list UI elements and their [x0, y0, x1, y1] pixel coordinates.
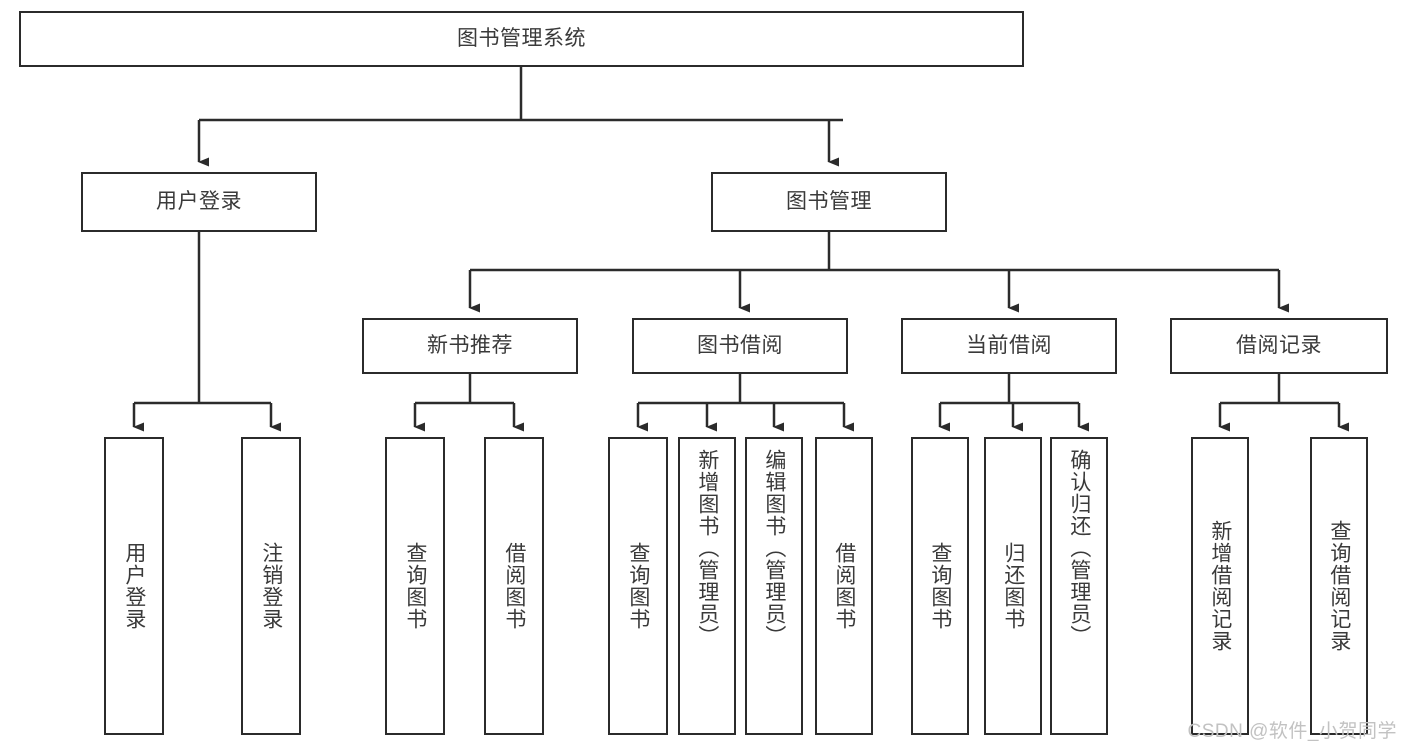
leaf-add-borrow-record[interactable]: 新增借阅记录	[1191, 437, 1249, 735]
node-label: 查询图书	[928, 542, 952, 630]
edge-group-book-manage	[468, 232, 1289, 313]
leaf-add-book-admin[interactable]: 新增图书（管理员）	[678, 437, 736, 735]
node-label: 注销登录	[259, 542, 283, 630]
node-book-borrow[interactable]: 图书借阅	[632, 318, 848, 374]
node-label: 图书管理系统	[457, 27, 586, 51]
leaf-borrow-book[interactable]: 借阅图书	[815, 437, 873, 735]
leaf-query-book-current[interactable]: 查询图书	[911, 437, 969, 735]
node-label: 借阅图书	[502, 542, 526, 630]
leaf-return-book[interactable]: 归还图书	[984, 437, 1042, 735]
node-label: 查询借阅记录	[1327, 520, 1351, 652]
edge-group-root	[197, 67, 843, 167]
node-label: 借阅记录	[1236, 334, 1322, 358]
edge-group-borrow	[636, 374, 854, 432]
edge-group-user-login	[132, 232, 281, 432]
node-book-management[interactable]: 图书管理	[711, 172, 947, 232]
node-label: 新增借阅记录	[1208, 520, 1232, 652]
node-label: 当前借阅	[966, 334, 1052, 358]
node-label: 图书借阅	[697, 334, 783, 358]
edge-group-record	[1218, 374, 1349, 432]
leaf-user-login[interactable]: 用户登录	[104, 437, 164, 735]
node-user-login[interactable]: 用户登录	[81, 172, 317, 232]
node-label: 查询图书	[403, 542, 427, 630]
node-label: 用户登录	[122, 542, 146, 630]
node-label: 新增图书（管理员）	[695, 449, 719, 647]
leaf-query-book-borrow[interactable]: 查询图书	[608, 437, 668, 735]
node-label: 确认归还（管理员）	[1067, 449, 1091, 647]
edge-group-current	[938, 374, 1089, 432]
edge-group-new-book	[413, 374, 524, 432]
node-label: 归还图书	[1001, 542, 1025, 630]
node-label: 图书管理	[786, 190, 872, 214]
leaf-user-logout[interactable]: 注销登录	[241, 437, 301, 735]
node-label: 查询图书	[626, 542, 650, 630]
leaf-confirm-return-admin[interactable]: 确认归还（管理员）	[1050, 437, 1108, 735]
node-label: 新书推荐	[427, 334, 513, 358]
leaf-query-borrow-record[interactable]: 查询借阅记录	[1310, 437, 1368, 735]
node-label: 借阅图书	[832, 542, 856, 630]
node-label: 用户登录	[156, 190, 242, 214]
leaf-query-book-newbook[interactable]: 查询图书	[385, 437, 445, 735]
node-label: 编辑图书（管理员）	[762, 449, 786, 647]
leaf-edit-book-admin[interactable]: 编辑图书（管理员）	[745, 437, 803, 735]
node-borrow-record[interactable]: 借阅记录	[1170, 318, 1388, 374]
node-root-system[interactable]: 图书管理系统	[19, 11, 1024, 67]
node-current-borrow[interactable]: 当前借阅	[901, 318, 1117, 374]
node-new-book-recommend[interactable]: 新书推荐	[362, 318, 578, 374]
leaf-borrow-book-newbook[interactable]: 借阅图书	[484, 437, 544, 735]
